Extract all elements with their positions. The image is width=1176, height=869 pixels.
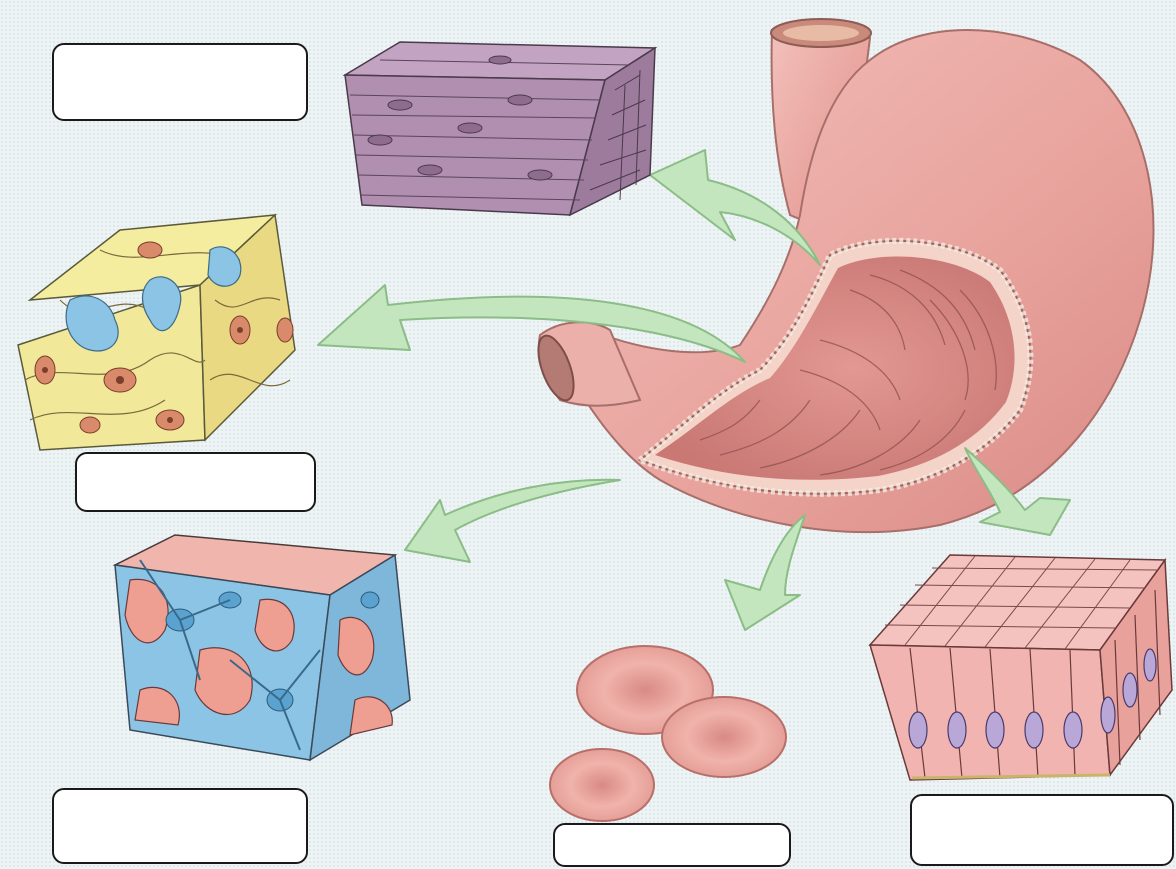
muscle-tissue-block (345, 42, 655, 215)
connective-tissue-block (18, 215, 295, 450)
arrow-to-connective-tissue (318, 285, 745, 362)
nervous-tissue-block (115, 535, 410, 760)
label-box-muscle-tissue[interactable] (52, 43, 308, 121)
blood-cells (550, 646, 786, 821)
label-box-connective-tissue[interactable] (75, 452, 316, 512)
arrow-to-nervous-tissue (405, 480, 620, 562)
epithelial-tissue-block (870, 555, 1172, 780)
label-box-nervous-tissue[interactable] (52, 788, 308, 864)
label-box-epithelial-tissue[interactable] (910, 794, 1174, 866)
arrow-to-blood-cells (725, 515, 805, 630)
label-box-blood-cells[interactable] (553, 823, 791, 867)
